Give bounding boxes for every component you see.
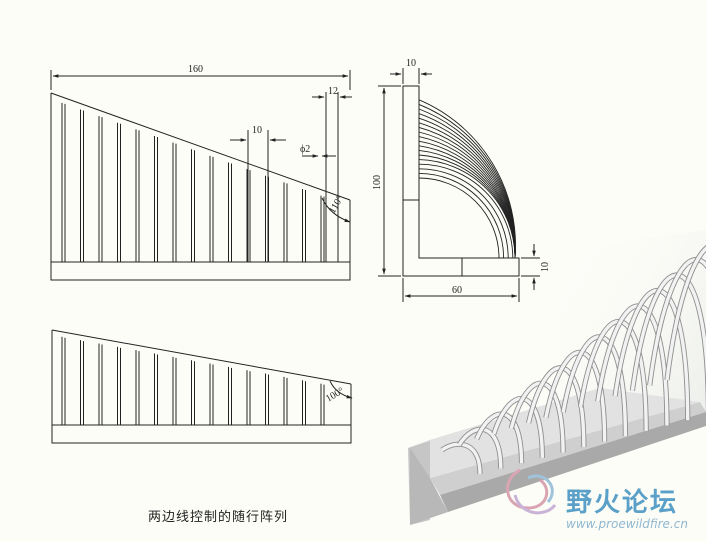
model-base-top — [430, 402, 706, 495]
side-arc — [418, 99, 516, 259]
model-arc — [457, 427, 503, 469]
watermark-url: www.proewildfire.cn — [566, 517, 688, 531]
bottom-slant-edge — [51, 329, 352, 385]
dim-spacing-label: 10 — [252, 125, 262, 136]
top-front-view — [50, 70, 352, 281]
side-arc — [418, 131, 516, 259]
model-rib-arcs — [440, 245, 706, 475]
side-dim-top-label: 10 — [406, 58, 416, 69]
side-arc — [418, 126, 516, 259]
model-arc — [441, 442, 482, 475]
side-arc — [418, 149, 516, 259]
watermark-name: 野火论坛 — [566, 488, 679, 518]
top-base-plate — [50, 261, 351, 281]
side-arc — [418, 163, 514, 259]
model-arc — [665, 246, 706, 381]
watermark-logo-icon — [506, 468, 557, 515]
side-arc-array — [418, 99, 516, 259]
figure-caption: 两边线控制的随行阵列 — [148, 510, 289, 525]
angle-arc-100 — [329, 380, 353, 399]
model-front-end — [410, 448, 448, 525]
side-dim-bottom-label: 60 — [452, 285, 462, 296]
angle-arc-110 — [321, 197, 351, 223]
dim-end-gap-label: 12 — [328, 86, 338, 97]
side-dim-height-label: 100 — [372, 175, 383, 190]
side-arc — [418, 145, 516, 259]
bottom-base-plate — [51, 424, 352, 444]
bottom-front-view — [51, 329, 353, 444]
bottom-rib-array — [61, 336, 325, 425]
dim-diameter-label: ϕ2 — [300, 144, 310, 155]
side-view — [378, 68, 540, 302]
side-arc — [418, 168, 509, 259]
side-arc — [418, 103, 516, 259]
side-l-profile — [402, 85, 520, 277]
dim-overall-label: 160 — [188, 64, 203, 75]
side-arc — [418, 172, 505, 259]
side-dim-right-label: 10 — [540, 262, 551, 272]
side-arc — [418, 177, 500, 259]
angle-100-label: 100° — [324, 386, 346, 405]
top-rib-array — [61, 102, 325, 262]
model-3d — [408, 230, 706, 525]
top-slant-edge — [50, 92, 351, 201]
